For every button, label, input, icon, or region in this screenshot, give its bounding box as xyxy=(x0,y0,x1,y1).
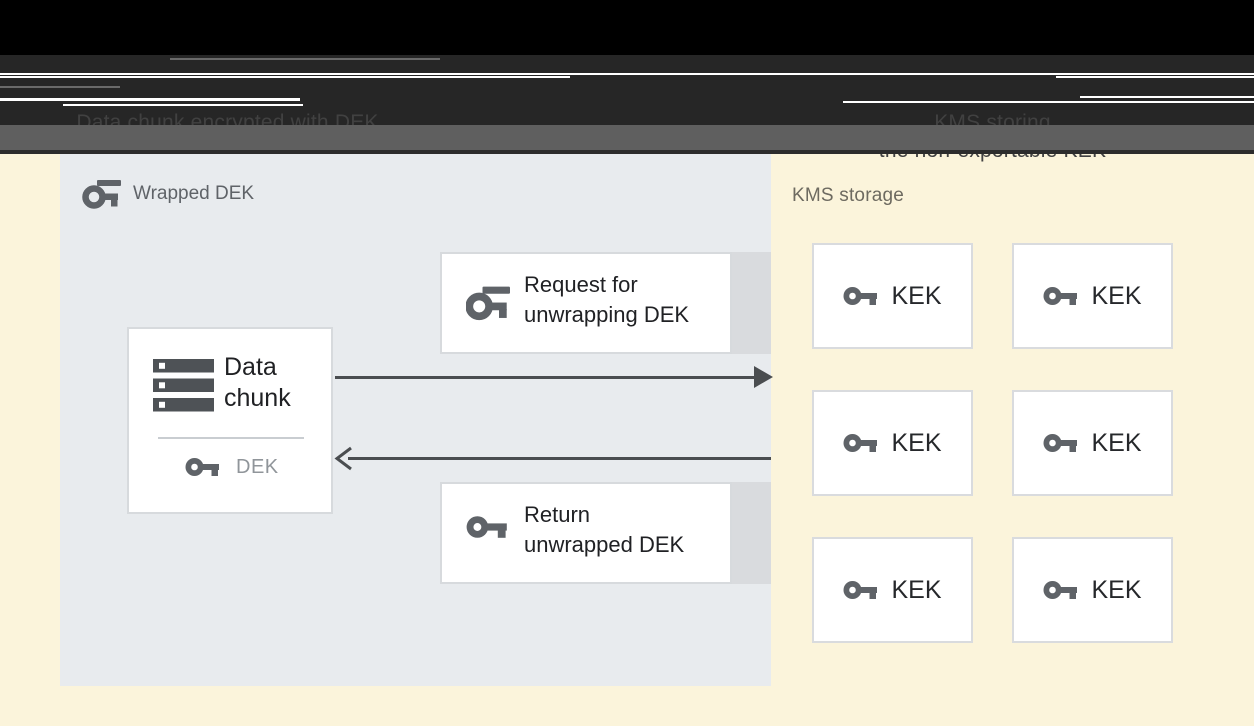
return-box-gray-extension xyxy=(732,482,771,584)
data-chunk-title: Data chunk xyxy=(224,352,319,414)
wrapped-dek-label: Wrapped DEK xyxy=(133,182,255,204)
glitch-scanline xyxy=(0,86,120,88)
header-dark-line xyxy=(0,150,1254,154)
kek-label: KEK xyxy=(1091,575,1142,604)
key-icon xyxy=(185,458,219,476)
return-box-text: Return unwrapped DEK xyxy=(524,500,724,560)
dek-row: DEK xyxy=(185,455,279,479)
kek-box: KEK xyxy=(1012,243,1173,349)
key-icon xyxy=(1043,581,1078,599)
kek-box: KEK xyxy=(812,390,973,496)
data-chunk-line1: Data xyxy=(224,353,277,381)
kek-box: KEK xyxy=(1012,390,1173,496)
glitch-scanline xyxy=(0,98,300,101)
data-chunk-divider xyxy=(158,437,304,439)
return-unwrapped-dek-box: Return unwrapped DEK xyxy=(440,482,732,584)
request-box-text: Request for unwrapping DEK xyxy=(524,270,724,330)
glitch-scanline xyxy=(170,58,440,60)
glitch-scanline xyxy=(0,73,1254,75)
dek-label: DEK xyxy=(236,455,279,478)
glitch-scanline xyxy=(1056,76,1254,78)
return-line1: Return xyxy=(524,502,591,527)
glitch-scanline xyxy=(843,101,1254,103)
kek-box: KEK xyxy=(1012,537,1173,643)
return-line2: unwrapped DEK xyxy=(524,532,685,557)
glitch-scanline xyxy=(1080,96,1254,98)
kek-label: KEK xyxy=(891,575,942,604)
kek-label: KEK xyxy=(891,281,942,310)
kek-label: KEK xyxy=(1091,281,1142,310)
request-line2: unwrapping DEK xyxy=(524,302,690,327)
storage-icon xyxy=(153,359,214,412)
request-unwrapping-dek-box: Request for unwrapping DEK xyxy=(440,252,732,354)
header-gray-bar xyxy=(0,125,1254,151)
header-caption-band: Data chunk encrypted with DEK and is sto… xyxy=(0,55,1254,162)
kek-box: KEK xyxy=(812,537,973,643)
key-icon xyxy=(843,287,878,305)
kek-label: KEK xyxy=(891,428,942,457)
wrapped-key-icon xyxy=(82,180,121,209)
data-chunk-line2: chunk xyxy=(224,384,291,412)
kms-storage-label: KMS storage xyxy=(792,185,905,206)
wrapped-key-icon xyxy=(466,286,510,321)
request-line1: Request for xyxy=(524,272,638,297)
wrapped-dek-label-row: Wrapped DEK xyxy=(82,178,254,209)
header-black-band xyxy=(0,0,1254,55)
arrow-right-head xyxy=(754,366,773,388)
glitch-scanline xyxy=(0,76,570,78)
glitch-scanline xyxy=(63,104,303,106)
request-box-gray-extension xyxy=(732,252,771,354)
kek-box: KEK xyxy=(812,243,973,349)
key-icon xyxy=(466,516,507,538)
key-icon xyxy=(1043,287,1078,305)
arrow-right xyxy=(335,376,756,379)
arrow-left-head xyxy=(334,446,352,471)
key-icon xyxy=(843,581,878,599)
kek-label: KEK xyxy=(1091,428,1142,457)
key-icon xyxy=(1043,434,1078,452)
key-icon xyxy=(843,434,878,452)
data-chunk-box: Data chunk DEK xyxy=(127,327,333,514)
arrow-left xyxy=(348,457,771,460)
